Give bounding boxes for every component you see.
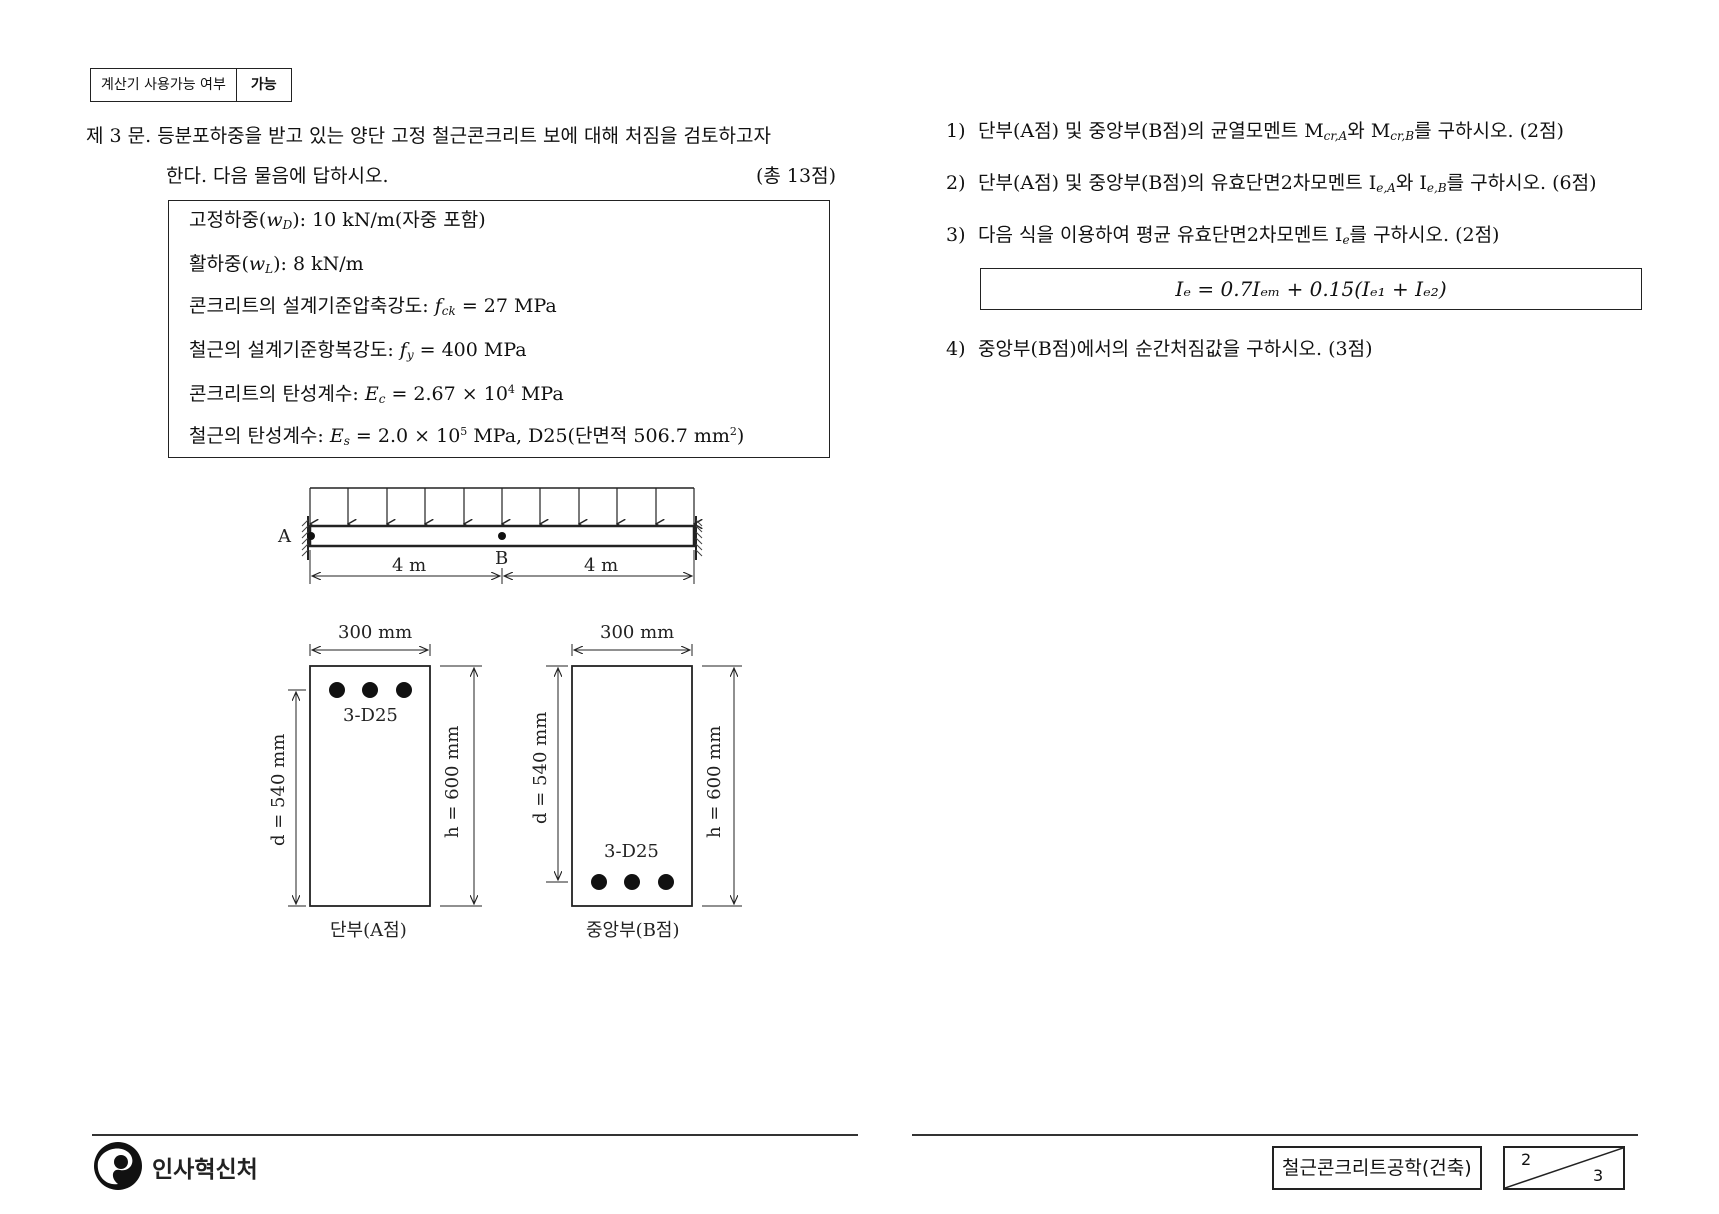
section-b-d-dim <box>546 665 568 883</box>
subquestion-4: 4)중앙부(B점)에서의 순간처짐값을 구하시오. (3점) <box>946 338 1373 360</box>
section-b-rebar <box>624 874 640 890</box>
given-live-load: 활하중(wL): 8 kN/m <box>189 253 364 276</box>
question-title: 제 3 문. 등분포하중을 받고 있는 양단 고정 철근콘크리트 보에 대해 처… <box>86 116 836 196</box>
page-divider-slash <box>1505 1148 1623 1188</box>
subquestion-1: 1)단부(A점) 및 중앙부(B점)의 균열모멘트 Mcr,A와 Mcr,B를 … <box>946 120 1564 143</box>
given-ec: 콘크리트의 탄성계수: Ec = 2.67 × 104 MPa <box>189 383 564 406</box>
section-a-outline <box>309 665 431 907</box>
subquestion-3: 3)다음 식을 이용하여 평균 유효단면2차모멘트 Ie를 구하시오. (2점) <box>946 224 1500 247</box>
given-fck: 콘크리트의 설계기준압축강도: fck = 27 MPa <box>189 295 557 318</box>
section-b-d-label: d = 540 mm <box>530 712 551 824</box>
section-a-rebar <box>329 682 345 698</box>
effective-moment-formula: Iₑ = 0.7Iₑₘ + 0.15(Iₑ₁ + Iₑ₂) <box>980 268 1642 310</box>
section-a-rebar <box>362 682 378 698</box>
page-current: 2 <box>1521 1150 1532 1169</box>
question-title-line1: 제 3 문. 등분포하중을 받고 있는 양단 고정 철근콘크리트 보에 대해 처… <box>86 125 771 147</box>
section-b-rebar <box>591 874 607 890</box>
section-b-h-dim <box>702 665 742 907</box>
footer-divider-right <box>912 1134 1638 1136</box>
subquestion-2: 2)단부(A점) 및 중앙부(B점)의 유효단면2차모멘트 Ie,A와 Ie,B… <box>946 172 1597 195</box>
page-total: 3 <box>1593 1166 1604 1185</box>
section-b-width-dim <box>571 644 693 656</box>
given-es: 철근의 탄성계수: Es = 2.0 × 105 MPa, D25(단면적 50… <box>189 425 745 448</box>
given-dead-load: 고정하중(wD): 10 kN/m(자중 포함) <box>189 209 486 232</box>
calculator-usage-box: 계산기 사용가능 여부 가능 <box>90 68 292 102</box>
section-a-rebar <box>396 682 412 698</box>
section-a-width-dim <box>309 644 431 656</box>
page-number-box: 2 3 <box>1503 1146 1625 1190</box>
point-b-marker <box>498 532 506 540</box>
section-b-rebar <box>658 874 674 890</box>
beam-figure: A B 4 m 4 m 300 mm 3-D25 d = 540 mm h = … <box>268 487 742 940</box>
question-title-line2-row: 한다. 다음 물음에 답하시오. (총 13점) <box>86 156 836 196</box>
section-a-h-label: h = 600 mm <box>442 726 463 838</box>
ministry-name: 인사혁신처 <box>152 1157 258 1183</box>
section-a-d-dim <box>288 689 306 907</box>
given-fy: 철근의 설계기준항복강도: fy = 400 MPa <box>189 339 527 362</box>
distributed-load <box>310 487 694 524</box>
subject-box: 철근콘크리트공학(건축) <box>1272 1146 1482 1190</box>
calculator-value: 가능 <box>250 77 277 93</box>
point-a-marker <box>307 532 315 540</box>
calculator-label: 계산기 사용가능 여부 <box>91 69 237 101</box>
span-left-label: 4 m <box>392 555 426 576</box>
span-dimension <box>309 550 695 584</box>
section-b-caption: 중앙부(B점) <box>586 920 680 940</box>
section-b-outline <box>571 665 693 907</box>
span-right-label: 4 m <box>584 555 618 576</box>
point-b-label: B <box>495 548 508 569</box>
question-title-line2: 한다. 다음 물음에 답하시오. <box>166 165 389 187</box>
section-a-d-label: d = 540 mm <box>268 734 289 846</box>
fixed-support-right <box>695 516 703 560</box>
section-b-h-label: h = 600 mm <box>704 726 725 838</box>
government-logo-icon <box>94 1142 142 1190</box>
given-data-box: 고정하중(wD): 10 kN/m(자중 포함) 활하중(wL): 8 kN/m… <box>168 200 830 458</box>
footer-divider-left <box>92 1134 858 1136</box>
section-a-width-label: 300 mm <box>338 622 412 643</box>
section-a-h-dim <box>440 665 482 907</box>
point-a-label: A <box>277 526 292 547</box>
section-b-width-label: 300 mm <box>600 622 674 643</box>
section-a-caption: 단부(A점) <box>330 920 407 940</box>
fixed-support-left <box>301 516 309 560</box>
section-b-rebar-label: 3-D25 <box>604 841 659 862</box>
question-total-points: (총 13점) <box>755 165 836 187</box>
section-a-rebar-label: 3-D25 <box>343 705 398 726</box>
